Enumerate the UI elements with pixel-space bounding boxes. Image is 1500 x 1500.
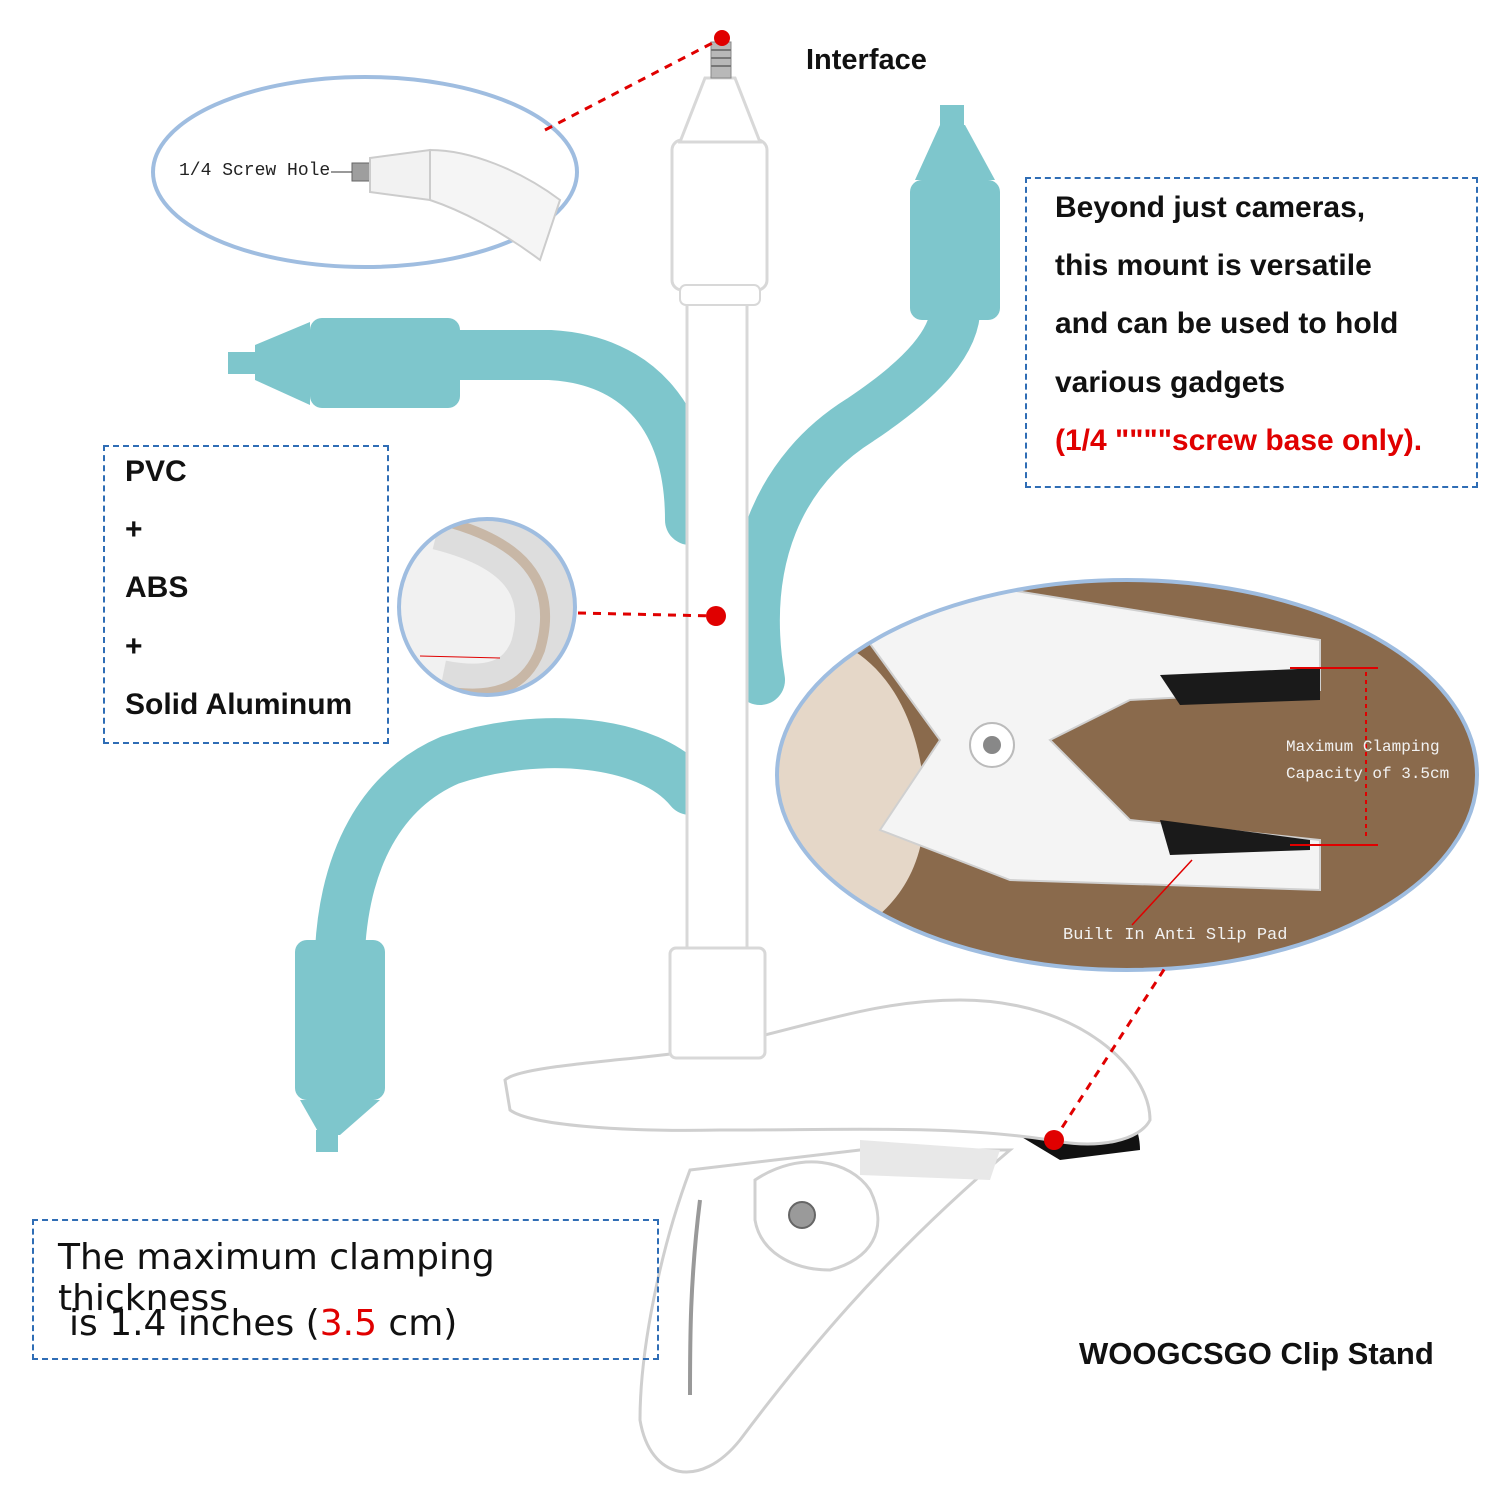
anti-slip-label: Built In Anti Slip Pad bbox=[1063, 926, 1288, 945]
material-line: + bbox=[125, 513, 143, 546]
connector-lines bbox=[544, 30, 1167, 1150]
teal-arm-left-lower bbox=[295, 718, 715, 1152]
material-box: PVC + ABS + Solid Aluminum bbox=[103, 445, 389, 744]
screw-hole-detail bbox=[151, 75, 579, 269]
material-line: PVC bbox=[125, 455, 187, 488]
versatile-box: Beyond just cameras, this mount is versa… bbox=[1025, 177, 1478, 488]
max-clamping-line1: Maximum Clamping bbox=[1286, 738, 1440, 756]
versatile-line: Beyond just cameras, bbox=[1055, 191, 1366, 224]
interface-label: Interface bbox=[806, 44, 927, 76]
thickness-box: The maximum clamping thickness is 1.4 in… bbox=[32, 1219, 659, 1360]
material-line: ABS bbox=[125, 571, 189, 604]
screw-hole-label: 1/4 Screw Hole bbox=[179, 161, 331, 181]
thickness-suffix: cm) bbox=[376, 1303, 458, 1344]
thickness-value: 3.5 bbox=[319, 1303, 377, 1344]
versatile-line: this mount is versatile bbox=[1055, 249, 1372, 282]
thickness-prefix: is 1.4 inches ( bbox=[69, 1303, 320, 1344]
max-clamping-line2: Capacity of 3.5cm bbox=[1286, 765, 1450, 783]
product-name: WOOGCSGO Clip Stand bbox=[1079, 1336, 1434, 1371]
material-line: Solid Aluminum bbox=[125, 688, 353, 721]
thickness-line2: is 1.4 inches (3.5 cm) bbox=[69, 1303, 457, 1344]
material-line: + bbox=[125, 630, 143, 663]
material-cross-section bbox=[397, 517, 577, 697]
versatile-note: (1/4 """"screw base only). bbox=[1055, 424, 1423, 457]
thickness-line1: The maximum clamping thickness bbox=[58, 1237, 495, 1319]
white-mount-pole bbox=[668, 41, 769, 1060]
teal-arm-right bbox=[729, 105, 1000, 705]
versatile-line: various gadgets bbox=[1055, 366, 1286, 399]
clip-base bbox=[503, 998, 1152, 1474]
versatile-line: and can be used to hold bbox=[1055, 307, 1399, 340]
max-clamping-label: Maximum Clamping Capacity of 3.5cm bbox=[1286, 734, 1449, 788]
clamp-detail bbox=[775, 578, 1479, 972]
